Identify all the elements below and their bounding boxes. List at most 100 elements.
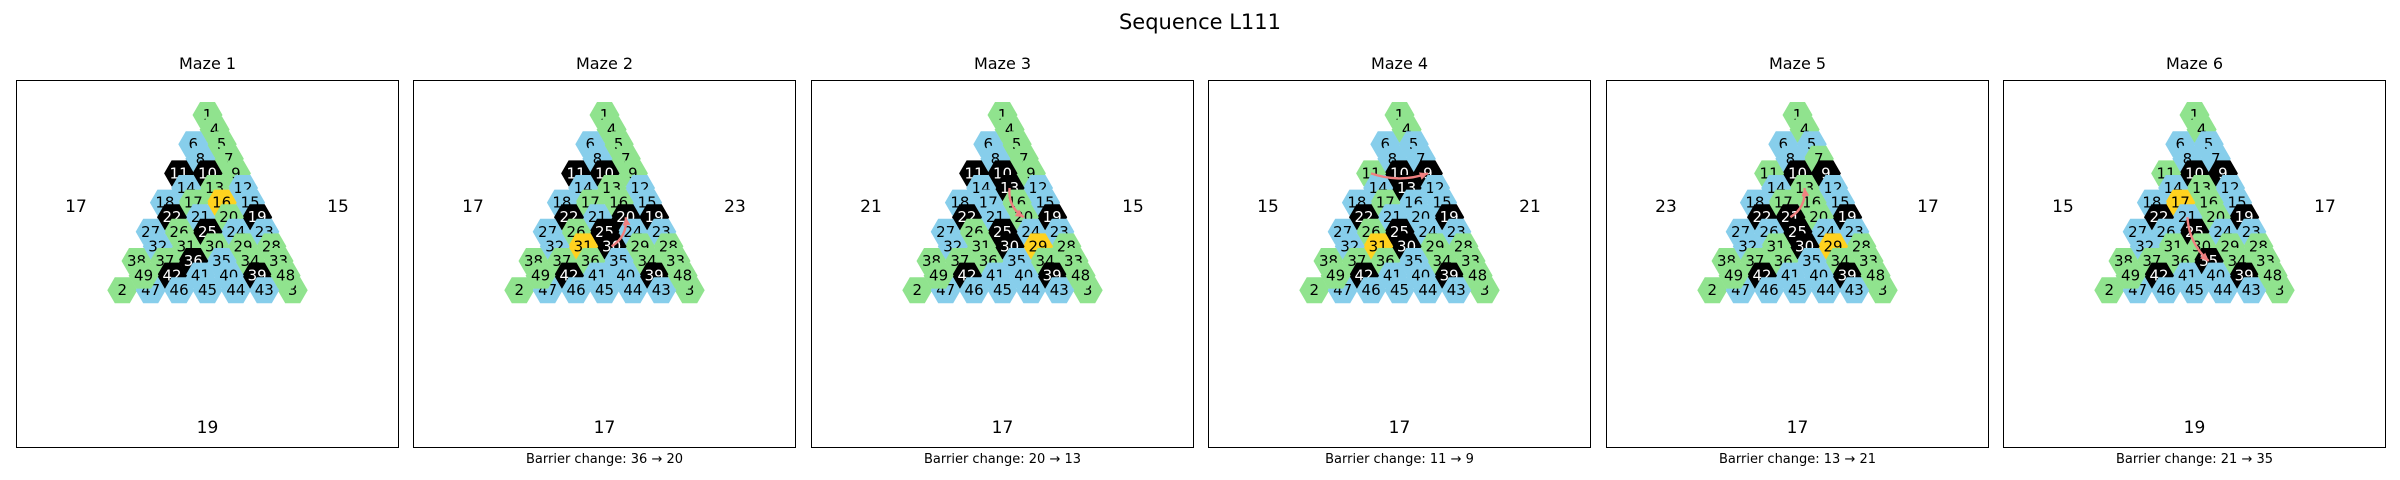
panel-title: Maze 6 (2165, 54, 2224, 73)
svg-text:1: 1 (1395, 106, 1405, 124)
svg-text:8: 8 (1786, 150, 1796, 168)
barrier-change-caption: Barrier change: 11 → 9 (1325, 452, 1474, 467)
panel-title: Maze 2 (575, 54, 634, 73)
svg-text:7: 7 (621, 150, 631, 168)
svg-text:46: 46 (170, 281, 189, 299)
maze-cell-46: 46 (1356, 277, 1387, 304)
maze-cell-48: 48 (270, 262, 301, 289)
panel-title: Maze 5 (1768, 54, 1827, 73)
svg-text:2: 2 (913, 281, 923, 299)
maze-cell-44: 44 (1810, 277, 1841, 304)
svg-text:44: 44 (226, 281, 245, 299)
svg-text:45: 45 (198, 281, 217, 299)
svg-text:3: 3 (685, 281, 695, 299)
arrow-head (1801, 188, 1810, 197)
panel-title: Maze 3 (973, 54, 1032, 73)
svg-text:43: 43 (2242, 281, 2261, 299)
svg-text:49: 49 (1724, 267, 1743, 285)
maze-cell-44: 44 (1015, 277, 1046, 304)
bottom-label: 17 (1787, 418, 1809, 438)
svg-text:44: 44 (2213, 281, 2232, 299)
figure-title: Sequence L111 (1118, 10, 1282, 34)
svg-text:48: 48 (2263, 267, 2282, 285)
svg-text:3: 3 (1878, 281, 1888, 299)
svg-text:9: 9 (1821, 164, 1831, 182)
side-label-right: 23 (724, 197, 746, 217)
svg-text:48: 48 (276, 267, 295, 285)
svg-text:43: 43 (652, 281, 671, 299)
bottom-label: 19 (2184, 418, 2206, 438)
svg-text:2: 2 (1708, 281, 1718, 299)
maze-cell-49: 49 (525, 262, 556, 289)
svg-text:2: 2 (1310, 281, 1320, 299)
svg-text:1: 1 (203, 106, 213, 124)
svg-text:9: 9 (628, 164, 638, 182)
svg-text:6: 6 (1381, 135, 1391, 153)
svg-text:48: 48 (1866, 267, 1885, 285)
panel-frame (413, 80, 796, 448)
side-label-left: 15 (1257, 197, 1279, 217)
svg-text:3: 3 (1480, 281, 1490, 299)
svg-text:5: 5 (2204, 135, 2214, 153)
svg-text:45: 45 (595, 281, 614, 299)
barrier-change-caption: Barrier change: 13 → 21 (1718, 452, 1877, 467)
svg-text:46: 46 (1362, 281, 1381, 299)
svg-text:49: 49 (929, 267, 948, 285)
svg-text:5: 5 (217, 135, 227, 153)
maze-cell-45: 45 (192, 277, 223, 304)
maze-cell-2: 2 (902, 277, 933, 304)
svg-text:7: 7 (1814, 150, 1824, 168)
svg-text:48: 48 (1071, 267, 1090, 285)
svg-text:45: 45 (1788, 281, 1807, 299)
maze-cell-49: 49 (2115, 262, 2146, 289)
svg-text:5: 5 (1012, 135, 1022, 153)
bottom-label: 17 (1389, 418, 1411, 438)
maze-cell-46: 46 (561, 277, 592, 304)
maze-cell-44: 44 (220, 277, 251, 304)
svg-text:9: 9 (2218, 164, 2228, 182)
panel-frame (1606, 80, 1989, 448)
panel-frame (811, 80, 1194, 448)
panel-title: Maze 1 (178, 54, 237, 73)
panel-title: Maze 4 (1370, 54, 1429, 73)
svg-text:5: 5 (1409, 135, 1419, 153)
svg-text:8: 8 (2183, 150, 2193, 168)
svg-text:9: 9 (1026, 164, 1036, 182)
maze-cell-48: 48 (1860, 262, 1891, 289)
svg-text:4: 4 (1402, 121, 1412, 139)
maze-cell-2: 2 (2094, 277, 2125, 304)
svg-text:4: 4 (607, 121, 617, 139)
svg-text:9: 9 (1423, 164, 1433, 182)
svg-text:44: 44 (623, 281, 642, 299)
maze-cell-48: 48 (1462, 262, 1493, 289)
svg-text:46: 46 (1760, 281, 1779, 299)
svg-text:4: 4 (2197, 121, 2207, 139)
side-label-right: 17 (1917, 197, 1939, 217)
svg-text:4: 4 (210, 121, 220, 139)
side-label-left: 23 (1655, 197, 1677, 217)
svg-text:1: 1 (998, 106, 1008, 124)
svg-text:6: 6 (189, 135, 199, 153)
maze-cell-43: 43 (1839, 277, 1870, 304)
side-label-right: 17 (2314, 197, 2336, 217)
svg-text:48: 48 (1468, 267, 1487, 285)
svg-text:43: 43 (255, 281, 274, 299)
svg-text:7: 7 (2211, 150, 2221, 168)
svg-text:45: 45 (1390, 281, 1409, 299)
svg-text:43: 43 (1447, 281, 1466, 299)
svg-text:44: 44 (1418, 281, 1437, 299)
arrow-head (1418, 172, 1428, 180)
maze-cell-2: 2 (1697, 277, 1728, 304)
svg-text:43: 43 (1845, 281, 1864, 299)
svg-text:49: 49 (531, 267, 550, 285)
svg-text:6: 6 (2176, 135, 2186, 153)
svg-text:3: 3 (288, 281, 298, 299)
